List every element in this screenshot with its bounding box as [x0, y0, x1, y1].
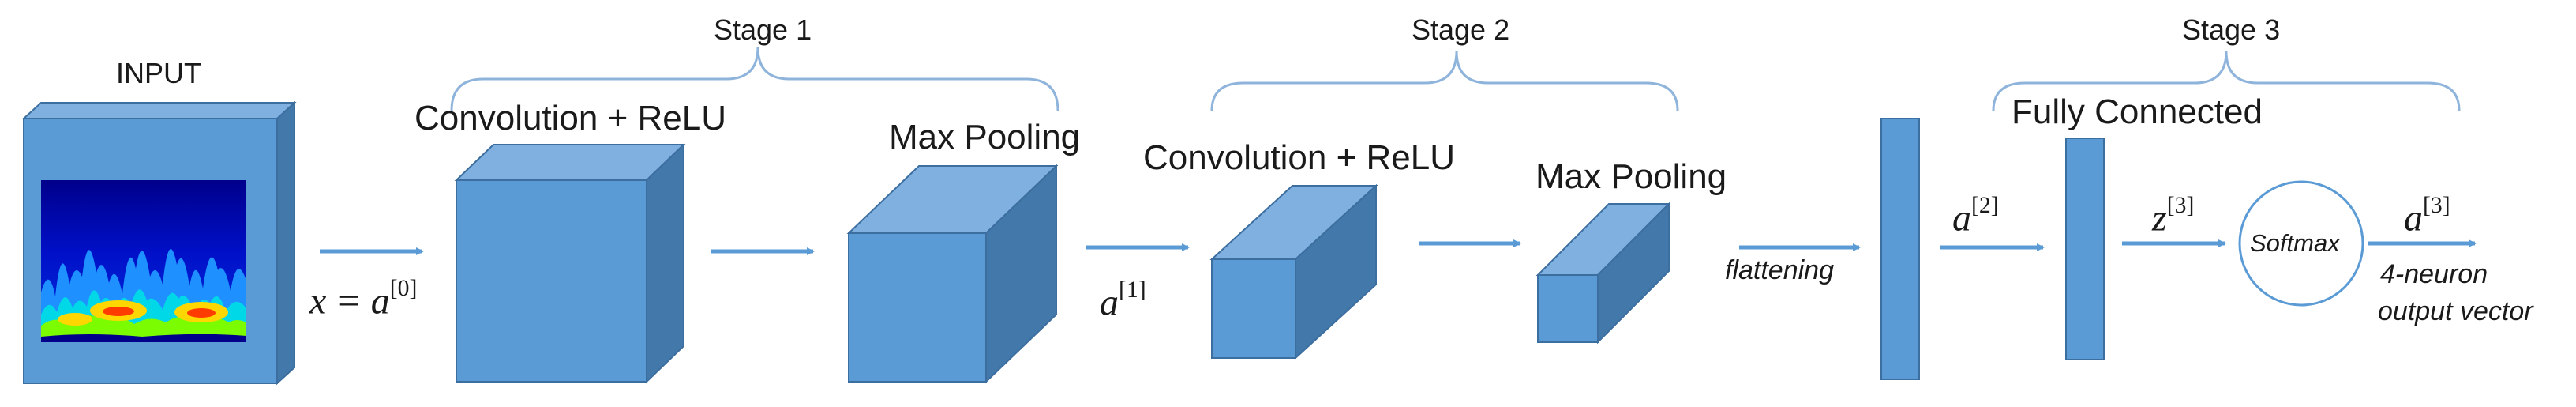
- a1-base: a: [1100, 281, 1119, 324]
- conv1-cube: [454, 142, 686, 384]
- superscript-2: [2]: [1971, 192, 1999, 218]
- softmax-circle: [2238, 180, 2364, 307]
- softmax-label: Softmax: [2250, 229, 2340, 257]
- superscript-1: [1]: [1119, 277, 1146, 303]
- a3-base: a: [2404, 197, 2423, 239]
- output-label-line2: output vector: [2378, 296, 2533, 326]
- stage1-label: Stage 1: [714, 13, 812, 46]
- pool1-cube-front: [848, 232, 987, 383]
- conv2-label: Convolution + ReLU: [1143, 138, 1456, 177]
- conv1-label: Convolution + ReLU: [414, 99, 727, 138]
- input-cube-top: [21, 102, 297, 119]
- input-cube-side: [276, 100, 295, 386]
- superscript-3b: [3]: [2423, 192, 2450, 218]
- input-activation-label: x = a[0]: [309, 277, 417, 320]
- stage3-label: Stage 3: [2182, 13, 2281, 46]
- z3-base: z: [2152, 197, 2167, 239]
- output-label-line1: 4-neuron: [2380, 259, 2488, 289]
- input-label: INPUT: [116, 57, 201, 89]
- stage1-brace: [450, 47, 1059, 111]
- stage3-brace: [1992, 51, 2461, 111]
- pool2-cube: [1535, 202, 1671, 345]
- a2-base: a: [1952, 197, 1971, 239]
- pool1-cube: [846, 164, 1059, 384]
- superscript-0: [0]: [389, 275, 418, 301]
- pool2-label: Max Pooling: [1535, 157, 1727, 196]
- conv2-cube: [1209, 183, 1378, 360]
- conv1-cube-side: [646, 142, 684, 384]
- a1-label: a[1]: [1100, 278, 1146, 322]
- pool2-cube-front: [1537, 274, 1599, 343]
- pool1-label: Max Pooling: [889, 118, 1081, 156]
- z3-label: z[3]: [2152, 194, 2194, 237]
- conv1-cube-front: [456, 179, 647, 383]
- stage2-label: Stage 2: [1412, 13, 1510, 46]
- flattened-vector-bar: [1880, 118, 1920, 380]
- fully-connected-bar: [2065, 138, 2105, 360]
- spectrogram-image: [41, 180, 246, 342]
- a3-label: a[3]: [2404, 194, 2450, 237]
- flattening-label: flattening: [1725, 255, 1834, 285]
- conv1-cube-top: [454, 144, 686, 181]
- stage2-brace: [1210, 51, 1679, 111]
- a2-label: a[2]: [1952, 194, 1999, 237]
- x-equals-a: x = a: [309, 280, 390, 322]
- superscript-3: [3]: [2166, 192, 2195, 218]
- conv2-cube-front: [1211, 258, 1296, 359]
- fully-connected-label: Fully Connected: [2012, 92, 2263, 131]
